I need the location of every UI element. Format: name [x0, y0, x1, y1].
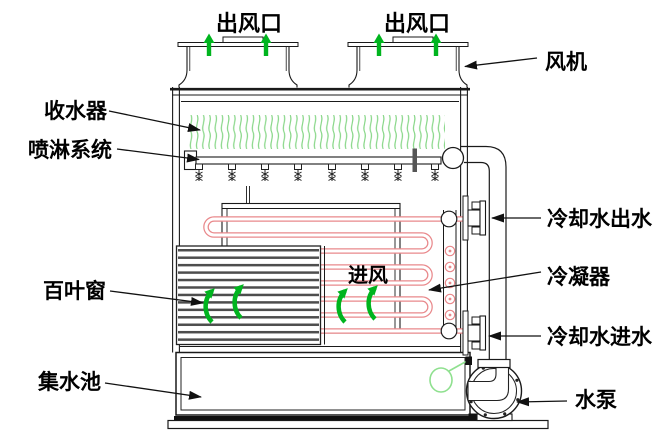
label-spray-system: 喷淋系统	[28, 138, 112, 162]
label-air-outlet-left: 出风口	[216, 12, 282, 37]
labels: 出风口 出风口 风机 收水器 喷淋系统 冷却水出水 冷凝器 冷却水进水 水泵 百…	[28, 12, 653, 412]
basin-bottom-band	[174, 416, 472, 421]
water-pump	[465, 358, 523, 422]
coil-header-bends	[444, 245, 456, 321]
fan-housing-right	[347, 32, 469, 89]
label-basin: 集水池	[37, 370, 101, 394]
label-condenser: 冷凝器	[547, 265, 611, 289]
leader-spray-system	[116, 148, 200, 163]
spray-header-endcap	[183, 150, 198, 171]
spray-nozzles	[195, 163, 439, 182]
float-ball	[429, 367, 453, 393]
coil-inlet-elbow	[440, 322, 458, 340]
spray-system	[183, 146, 465, 182]
leader-fan	[464, 57, 538, 70]
drift-eliminator-band	[188, 115, 445, 149]
leader-water-pump	[516, 397, 568, 407]
airflow-arrows	[203, 284, 378, 324]
label-drift-eliminator: 收水器	[44, 99, 108, 123]
leader-basin	[104, 382, 202, 400]
inlet-flange	[479, 315, 487, 351]
spray-header-inlet	[441, 146, 465, 170]
leader-condenser	[428, 271, 542, 293]
label-air-outlet-right: 出风口	[384, 12, 450, 37]
riser-pipe	[461, 145, 507, 360]
label-cooling-water-inlet: 冷却水进水	[547, 325, 653, 349]
base-plate	[167, 419, 549, 430]
label-water-pump: 水泵	[575, 388, 617, 412]
cooling-water-inlet-fitting	[462, 310, 487, 356]
fan-housing-left	[177, 32, 299, 89]
label-fan: 风机	[545, 50, 587, 74]
float-valve	[429, 356, 472, 393]
leader-lines	[104, 57, 568, 407]
outlet-flange	[479, 200, 487, 236]
label-air-inlet: 进风	[348, 263, 388, 287]
label-louver: 百叶窗	[43, 279, 106, 303]
coil-outlet-elbow	[440, 210, 458, 228]
spray-header-clamp	[412, 148, 417, 172]
spray-header-pipe	[195, 156, 442, 165]
leader-drift-eliminator	[108, 110, 201, 132]
label-cooling-water-outlet: 冷却水出水	[547, 207, 653, 231]
float-valve-body	[465, 356, 472, 365]
leader-louver	[109, 290, 204, 306]
louver-panel	[175, 245, 325, 346]
pump-discharge-flange	[477, 358, 511, 369]
tower-casing	[170, 87, 470, 353]
pump-foot	[468, 413, 477, 421]
water-basin	[167, 351, 549, 430]
cooling-water-outlet-fitting	[462, 195, 487, 241]
